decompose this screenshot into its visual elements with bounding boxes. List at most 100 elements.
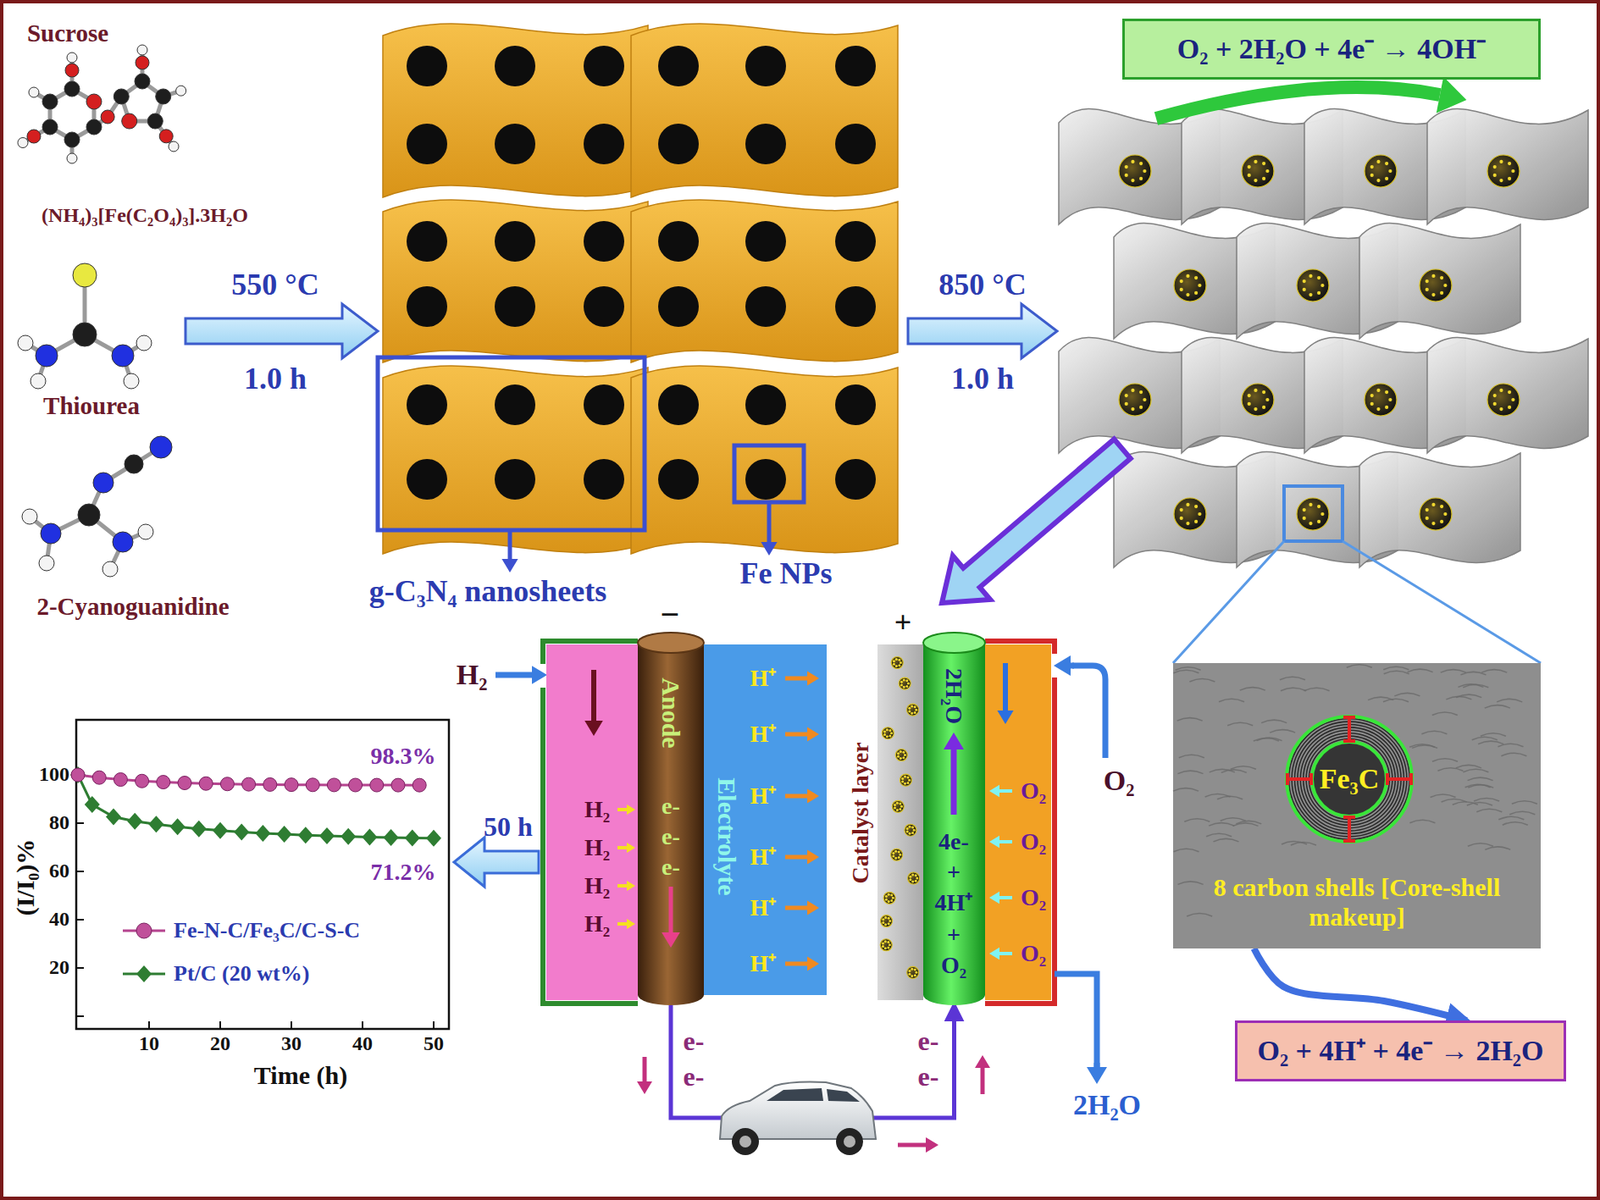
lattice-fringe (1280, 687, 1307, 692)
carbon-shell (1295, 725, 1405, 835)
lattice-dot (902, 751, 905, 754)
lattice-dot (1511, 169, 1515, 173)
lattice-dot (1185, 293, 1190, 297)
proton-arrow-head (807, 671, 820, 687)
lattice-dot (881, 921, 885, 925)
carbon-sheet (1359, 223, 1521, 339)
series-marker (70, 766, 86, 784)
atom (93, 472, 114, 493)
node-text: H₂ (584, 834, 610, 862)
lattice-dot (1384, 405, 1389, 410)
node-text: O₂ (1020, 884, 1047, 912)
lattice-fringe (1394, 692, 1420, 697)
lattice-fringe (1367, 697, 1394, 701)
lattice-dot (1384, 177, 1389, 181)
node-text: O₂ (1020, 828, 1047, 856)
lattice-dot (895, 664, 898, 668)
lattice-dot (1388, 398, 1392, 402)
lattice-dot (1262, 405, 1266, 410)
hydrogen-channel: H₂H₂H₂H₂ (546, 644, 638, 1001)
lattice-fringe (1290, 842, 1317, 847)
lattice-fringe (1432, 712, 1458, 716)
lattice-dot (1493, 393, 1497, 398)
nanosheet (631, 199, 898, 363)
duration-label: 50 h (483, 811, 533, 843)
fe-nanoparticle (406, 45, 448, 87)
lattice-fringe (1407, 669, 1434, 673)
lattice-dot (884, 946, 887, 950)
fe-nanoparticle (406, 123, 448, 165)
zoom-line (1342, 541, 1541, 664)
lattice-dot (1511, 398, 1515, 402)
lattice-dot (1302, 508, 1307, 512)
series-marker (305, 778, 320, 792)
lattice-dot (903, 782, 907, 786)
retention-value: 71.2% (370, 858, 437, 886)
lattice-dot (899, 750, 903, 753)
lattice-dot (1124, 173, 1129, 178)
lattice-dot (1194, 276, 1198, 280)
tick-label: 20 (49, 956, 70, 980)
node-text: H⁺ (750, 843, 777, 871)
atom (149, 436, 172, 459)
water-arrow (951, 749, 958, 815)
node-text: 4e- (938, 828, 969, 856)
lattice-dot (1317, 504, 1321, 509)
atom (102, 561, 118, 577)
lattice-dot (881, 918, 885, 921)
lattice-dot (907, 775, 910, 779)
lattice-dot (890, 731, 893, 735)
car-hub (843, 1135, 856, 1148)
fe-nanoparticle (658, 459, 699, 500)
fe-nanoparticle (658, 384, 699, 426)
atom (135, 55, 150, 70)
lattice-dot (901, 780, 904, 784)
series-marker (298, 826, 314, 844)
fe-nanoparticle (494, 286, 536, 327)
thickness-cap (1285, 773, 1290, 786)
particle-bracket (734, 445, 804, 503)
carbon-sheet (1427, 337, 1589, 454)
lattice-dot (900, 680, 903, 684)
nanosheet (382, 199, 648, 363)
electron-flow-arrow-head (925, 1137, 939, 1153)
thickness-bar (1287, 777, 1312, 781)
lattice-dot (1507, 390, 1512, 394)
lattice-dot (1308, 503, 1313, 507)
fe-nanoparticle (583, 123, 625, 165)
lattice-dot (885, 895, 888, 898)
lattice-dot (898, 853, 902, 857)
proton-arrow-head (807, 789, 820, 804)
tick-label: 10 (138, 1032, 160, 1057)
lattice-dot (897, 850, 901, 853)
series-marker (319, 827, 335, 845)
atom (28, 87, 39, 98)
fe-nanoparticle (583, 459, 625, 500)
lattice-dot (885, 735, 889, 738)
fe3c-core (1312, 741, 1387, 817)
atom (22, 509, 38, 525)
lattice-dot (1439, 520, 1444, 524)
node-text: H⁺ (750, 664, 777, 693)
atom (155, 88, 172, 105)
series-marker (326, 778, 341, 792)
lattice-dot (1431, 293, 1435, 297)
lattice-fringe (1179, 754, 1205, 759)
atom (38, 555, 55, 571)
atom (136, 335, 152, 351)
carbon-shell (1300, 730, 1398, 828)
lattice-dot (915, 877, 919, 881)
lattice-dot (900, 805, 903, 809)
fe-nanoparticle (494, 384, 536, 426)
zoom-to-reaction-arrow (1253, 948, 1467, 1021)
atom (159, 129, 173, 144)
lattice-dot (896, 808, 899, 812)
proton-arrow (785, 676, 808, 681)
lattice-fringe (1473, 798, 1500, 803)
lattice-dot (1384, 161, 1389, 166)
atom (112, 531, 133, 553)
tick-label: 40 (49, 907, 70, 932)
lattice-fringe (1178, 770, 1204, 775)
oxygen-inlet (1070, 663, 1075, 670)
lattice-dot (897, 658, 901, 662)
